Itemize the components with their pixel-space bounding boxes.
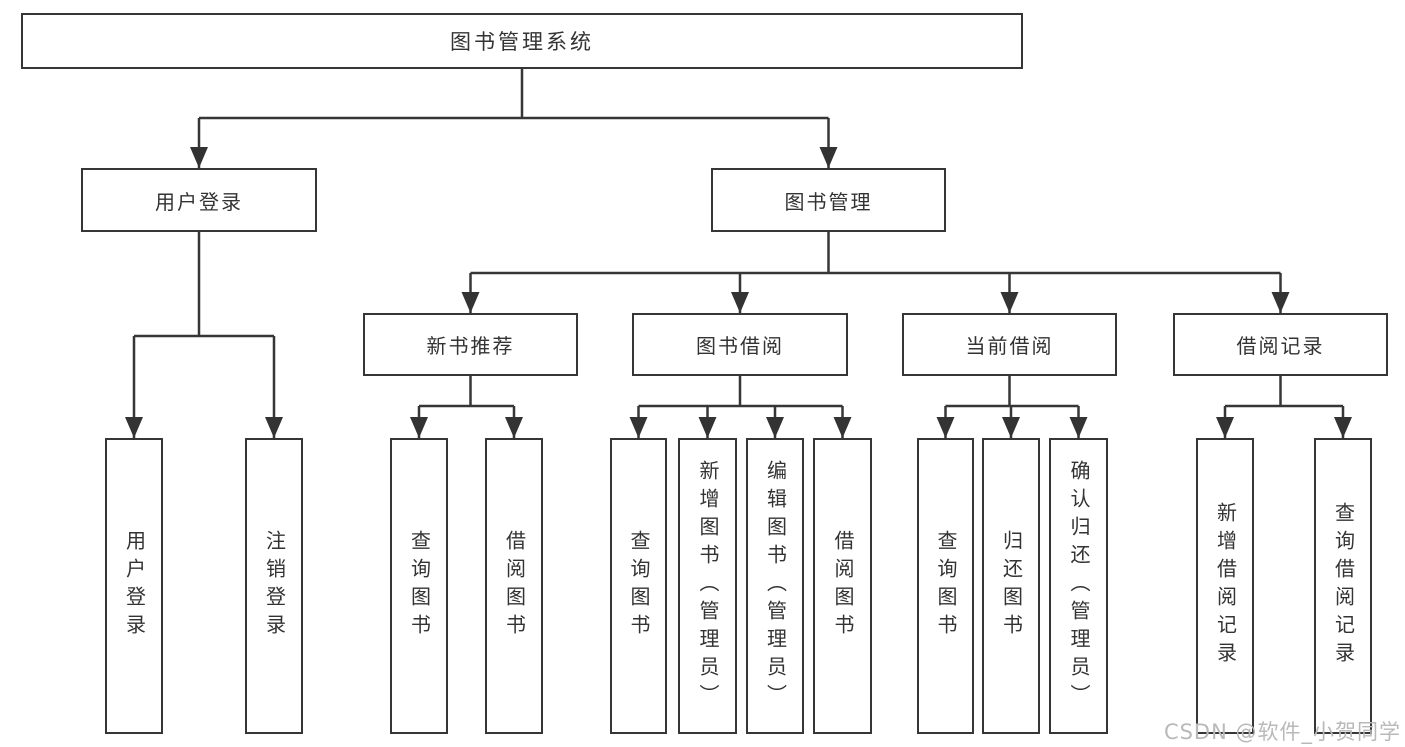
leaf-logout: 注销登录 — [245, 438, 303, 734]
leaf-borrow-borrow-book: 借阅图书 — [813, 438, 872, 734]
connector-borrow-records-to-leaves — [1223, 376, 1345, 438]
leaf-records-add-record: 新增借阅记录 — [1196, 438, 1254, 734]
node-user-login: 用户登录 — [81, 168, 317, 232]
leaf-current-confirm-return-admin: 确认归还（管理员） — [1049, 438, 1108, 734]
node-book-borrow: 图书借阅 — [632, 313, 848, 376]
connector-book-management-to-level3 — [469, 232, 1282, 313]
connector-book-borrow-to-leaves — [637, 376, 844, 438]
leaf-borrow-query-book: 查询图书 — [610, 438, 667, 734]
node-new-book-recommend: 新书推荐 — [363, 313, 578, 376]
leaf-borrow-add-book-admin: 新增图书（管理员） — [678, 438, 737, 734]
leaf-recommend-query-book: 查询图书 — [390, 438, 448, 734]
connector-root-to-level2 — [197, 69, 830, 168]
node-root: 图书管理系统 — [21, 13, 1023, 69]
connector-new-book-recommend-to-leaves — [417, 376, 516, 438]
leaf-current-return-book: 归还图书 — [982, 438, 1040, 734]
leaf-user-login: 用户登录 — [105, 438, 163, 734]
leaf-records-query-record: 查询借阅记录 — [1314, 438, 1372, 734]
arrowheads — [125, 147, 1352, 438]
watermark: CSDN @软件_小贺同学 — [1163, 720, 1401, 744]
node-book-management: 图书管理 — [711, 168, 946, 232]
leaf-recommend-borrow-book: 借阅图书 — [485, 438, 543, 734]
node-borrow-records: 借阅记录 — [1173, 313, 1388, 376]
node-current-borrow: 当前借阅 — [902, 313, 1117, 376]
connector-user-login-to-leaves — [132, 232, 276, 438]
leaf-borrow-edit-book-admin: 编辑图书（管理员） — [746, 438, 804, 734]
leaf-current-query-book: 查询图书 — [917, 438, 974, 734]
